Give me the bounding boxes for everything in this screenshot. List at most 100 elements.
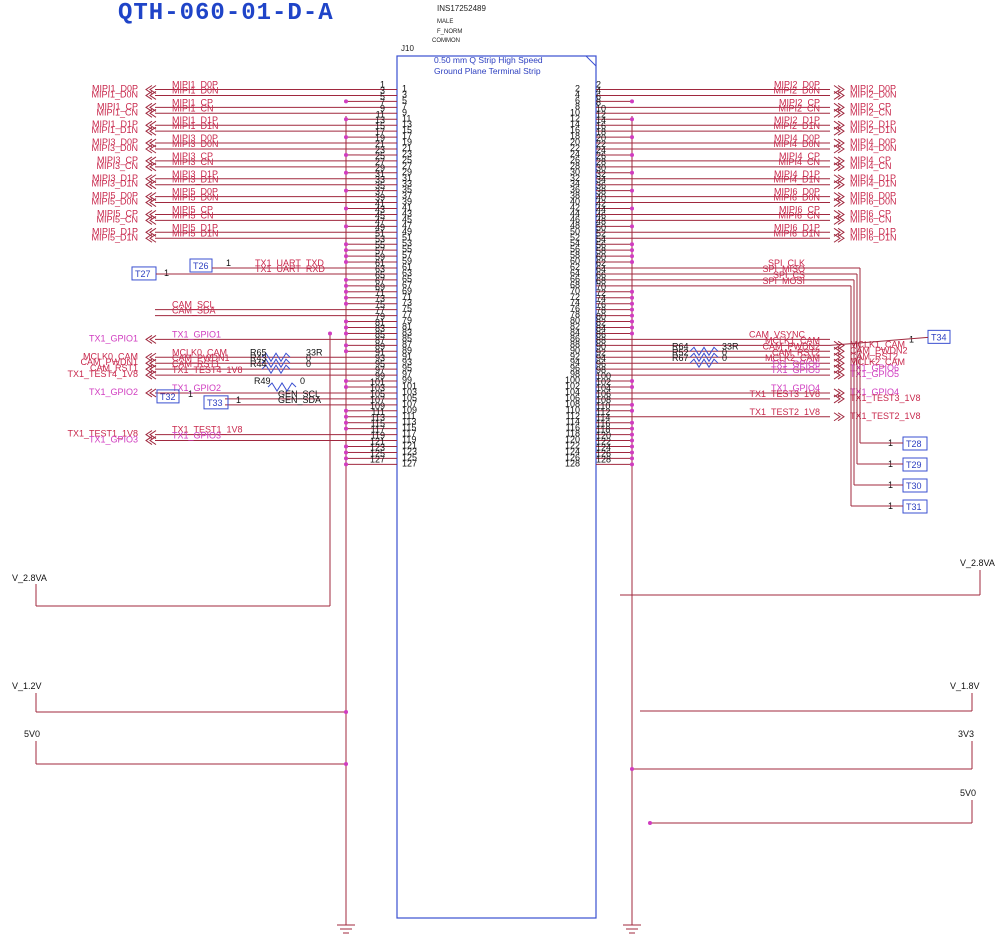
net-label: MIPI5_D1P xyxy=(172,222,218,232)
junction-dot xyxy=(344,408,348,413)
offpage-connector-icon xyxy=(833,126,845,136)
net-label: SPI_MISO xyxy=(762,264,805,274)
junction-dot xyxy=(344,444,348,449)
pin-number-outer: 110 xyxy=(596,401,610,411)
net-label: CAM_VSYNC xyxy=(749,329,806,339)
pin-number-inner: 118 xyxy=(566,429,580,439)
pin-number-outer: 3 xyxy=(380,85,385,95)
pin-number-inner: 64 xyxy=(570,268,580,278)
offpage-connector-icon xyxy=(145,156,157,166)
pin-number-outer: 11 xyxy=(376,109,385,119)
connector-body xyxy=(396,55,597,919)
pin-number-inner: 56 xyxy=(570,244,580,254)
offpage-connector-icon xyxy=(833,340,845,350)
junction-dot xyxy=(630,379,634,384)
offpage-connector-icon xyxy=(145,215,157,225)
port-label: MIPI5_D1P xyxy=(92,226,138,236)
description-line1: 0.50 mm Q Strip High Speed xyxy=(434,55,543,65)
pin-number-inner: 26 xyxy=(570,155,580,165)
pin-number-outer: 46 xyxy=(596,210,606,220)
pin-number-outer: 96 xyxy=(596,359,606,369)
pin-number-inner: 52 xyxy=(570,232,580,242)
resistor-ref: R67 xyxy=(672,353,689,363)
junction-dot xyxy=(630,248,634,253)
pin-number-inner: 12 xyxy=(570,113,580,123)
net-label: MIPI1_D1P xyxy=(172,115,218,125)
pin-number-outer: 54 xyxy=(596,234,606,244)
orientation-label: F_NORM xyxy=(437,29,462,35)
pin1-corner-mark xyxy=(585,55,597,67)
net-label: CAM_RST1 xyxy=(172,359,220,369)
pin-number-inner: 6 xyxy=(575,95,580,105)
testpoint-t30-label: T30 xyxy=(906,481,922,491)
junction-dot xyxy=(630,462,634,467)
port-label: TX1_TEST2_1V8 xyxy=(850,411,921,421)
testpoint-t28-label: T28 xyxy=(906,439,922,449)
testpoint-t33-label: T33 xyxy=(207,398,223,408)
pin-number-outer: 120 xyxy=(596,431,611,441)
port-label: MIPI3_D1N xyxy=(91,179,138,189)
pin-number-inner: 16 xyxy=(570,125,580,135)
pin-number-inner: 69 xyxy=(402,286,412,296)
pin-number-outer: 23 xyxy=(375,145,385,155)
pin-number-inner: 81 xyxy=(402,322,412,332)
pin-number-outer: 113 xyxy=(371,413,385,423)
port-label: TX1_GPIO2 xyxy=(89,387,138,397)
net-label: MIPI1_CP xyxy=(172,97,213,107)
pin-number-outer: 127 xyxy=(370,454,385,464)
pin-number-inner: 54 xyxy=(570,238,580,248)
pin-number-inner: 49 xyxy=(402,226,412,236)
junction-dot xyxy=(344,349,348,354)
net-label: TX1_GPIO1 xyxy=(172,329,221,339)
resistor-r67 xyxy=(689,358,719,369)
pin-number-outer: 41 xyxy=(375,199,385,209)
pin-number-outer: 88 xyxy=(596,335,606,345)
pin-number-inner: 116 xyxy=(566,423,580,433)
offpage-connector-icon xyxy=(145,210,157,219)
junction-dot xyxy=(630,385,634,389)
pin-number-outer: 108 xyxy=(596,395,611,405)
pin-number-inner: 89 xyxy=(402,345,412,355)
junction-dot xyxy=(344,152,348,157)
pin-number-inner: 21 xyxy=(402,143,412,153)
pin-number-outer: 102 xyxy=(596,377,611,387)
junction-dot xyxy=(630,188,634,193)
pin-number-outer: 69 xyxy=(375,282,385,292)
pin-number-outer: 87 xyxy=(375,335,385,345)
offpage-connector-icon xyxy=(145,233,157,243)
pin-number-inner: 61 xyxy=(402,262,412,272)
testpoint-t32 xyxy=(156,389,180,404)
pin-number-inner: 99 xyxy=(402,375,412,385)
pin-number-outer: 33 xyxy=(375,175,385,185)
pin-number-inner: 67 xyxy=(402,280,412,290)
pin-number-outer: 70 xyxy=(596,282,606,292)
left-ground-symbol xyxy=(337,924,355,934)
port-label: TX1_GPIO3 xyxy=(89,435,138,445)
net-label: MIPI4_D0N xyxy=(773,139,820,149)
port-label: MIPI5_CP xyxy=(97,208,138,218)
pin-number-outer: 35 xyxy=(375,181,385,191)
port-label: TX1_GPIO5 xyxy=(850,369,899,379)
offpage-connector-icon xyxy=(833,215,845,225)
port-label: MCLK1_CAM xyxy=(850,339,905,349)
offpage-connector-icon xyxy=(145,120,157,130)
pin-number-outer: 100 xyxy=(596,371,611,381)
gender-label: MALE xyxy=(437,19,453,25)
pin-number-inner: 113 xyxy=(402,417,416,427)
port-label: MIPI4_D0P xyxy=(850,137,896,147)
resistor-ref: R65 xyxy=(250,347,267,357)
offpage-connector-icon xyxy=(833,192,845,202)
pin-number-inner: 84 xyxy=(570,327,580,337)
pin-number-outer: 74 xyxy=(596,294,606,304)
junction-dot xyxy=(344,277,348,282)
net-label: MIPI4_CP xyxy=(779,151,820,161)
pin-number-outer: 53 xyxy=(375,234,385,244)
pin-number-inner: 7 xyxy=(402,101,407,111)
junction-dot xyxy=(630,444,634,449)
net-label: MIPI1_CN xyxy=(172,103,214,113)
pin-number-outer: 115 xyxy=(371,419,385,429)
junction-dot xyxy=(344,762,348,766)
pin-number-inner: 76 xyxy=(570,304,580,314)
